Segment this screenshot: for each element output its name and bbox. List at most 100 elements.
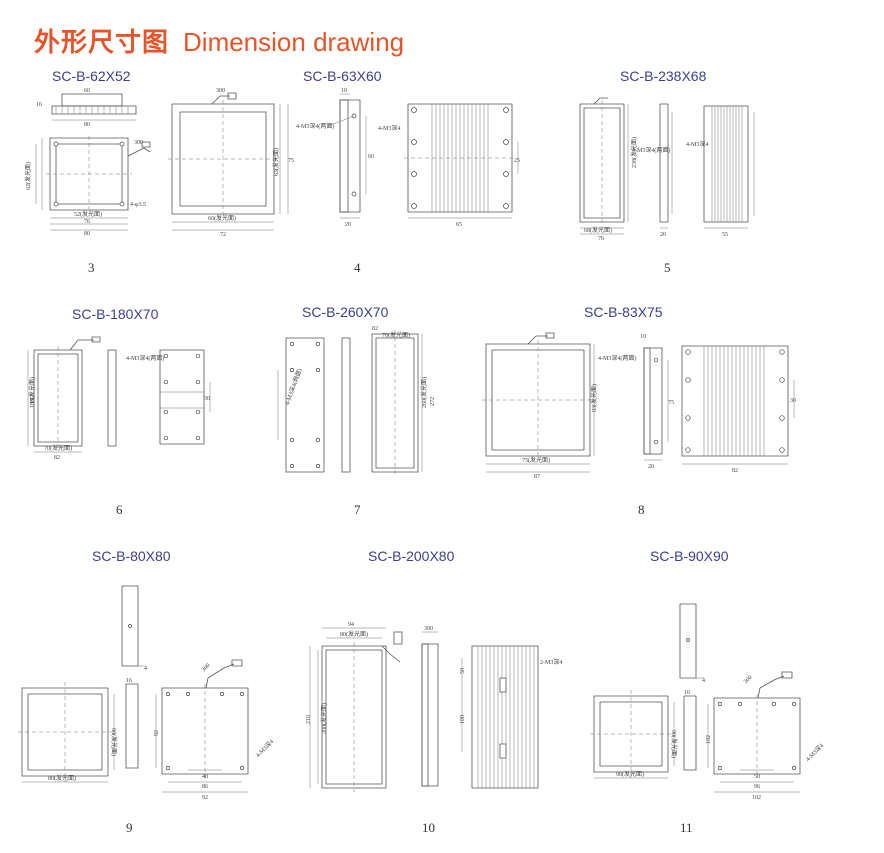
model-label: SC-B-83X75 <box>584 304 663 320</box>
dimension-drawing-sc-b-83x75: 75(发光面) 87 83(发光面) 10 4-M3深4(两面) 20 75 8… <box>476 326 796 480</box>
dimension-drawing-sc-b-80x80: 4 80(发光面) 80(发光面) 16 300 4-M3深4 40 86 92… <box>18 582 275 801</box>
figure-number: 4 <box>354 260 361 275</box>
dim-label: 16 <box>36 102 42 108</box>
dim-label: 4-M3深4(两面) <box>126 354 164 362</box>
figure-number: 9 <box>126 820 133 835</box>
dim-label: 2-M3深4 <box>540 658 562 666</box>
dim-label: 82 <box>372 326 378 332</box>
dim-label: 75(发光面) <box>522 456 550 464</box>
dimension-drawing-sc-b-63x60: 300 60(发光面) 72 63(发光面) 75 10 4-M3深4(两面) … <box>168 88 520 238</box>
dim-label: 63(发光面) <box>272 148 280 176</box>
dim-label: 40 <box>202 774 208 780</box>
dim-label: 238(发光面) <box>630 137 638 168</box>
dim-label: 50 <box>754 774 760 780</box>
figure-number: 11 <box>680 820 693 835</box>
dim-label: 180(发光面) <box>28 377 36 408</box>
dim-label: 300 <box>743 675 754 686</box>
dim-label: 68(发光面) <box>584 226 612 234</box>
dim-label: 87 <box>534 474 540 480</box>
figure-number: 10 <box>422 820 435 835</box>
dimension-drawing-sc-b-200x80: 94 80(发光面) 210 200(发光面) 300 2-M3深4 50 10… <box>306 622 562 802</box>
dim-label: 100 <box>460 715 466 724</box>
model-label: SC-B-180X70 <box>72 306 159 322</box>
dim-label: 4-M3深4 <box>378 124 400 132</box>
dimension-drawing-sc-b-62x52: 60 80 16 52(发光面) 76 80 4-φ3.5 300 62(发光面… <box>24 88 162 237</box>
dim-label: 4 <box>144 666 147 672</box>
dim-label: 300 <box>424 626 433 632</box>
dim-label: 16 <box>126 678 132 684</box>
dim-label: 80(发光面) <box>340 630 368 638</box>
model-label: SC-B-80X80 <box>92 548 171 564</box>
dim-label: 52(发光面) <box>74 210 102 218</box>
model-label: SC-B-90X90 <box>650 548 729 564</box>
model-label: SC-B-62X52 <box>52 68 131 84</box>
dim-label: 80(发光面) <box>48 774 76 782</box>
figure-number: 6 <box>116 502 123 517</box>
dim-label: 25 <box>514 158 520 164</box>
dim-label: 80(发光面) <box>110 728 118 756</box>
dim-label: 60 <box>368 154 374 160</box>
dim-label: 75 <box>668 400 674 406</box>
dim-label: 90(发光面) <box>616 770 644 778</box>
dim-label: 50 <box>460 668 466 674</box>
model-label: SC-B-200X80 <box>368 548 455 564</box>
dim-label: 70(发光面) <box>382 331 410 339</box>
dim-label: 300 <box>216 88 225 94</box>
dim-label: 210 <box>306 715 312 724</box>
dim-label: 90(发光面) <box>670 730 678 758</box>
dimension-drawing-sc-b-260x70: 4-M3深4(两面) 260(发光面) 82 70(发光面) 272 <box>272 326 436 486</box>
dim-label: 10 <box>640 334 646 340</box>
dim-label: 16 <box>684 690 690 696</box>
dim-label: 102 <box>706 735 712 744</box>
model-label: SC-B-260X70 <box>302 304 389 320</box>
title-english: Dimension drawing <box>183 27 405 57</box>
dim-label: 70(发光面) <box>44 444 72 452</box>
dim-label: 4-M3深4(两面) <box>598 354 636 362</box>
dim-label: 4-M3深4 <box>804 742 825 763</box>
dim-label: 4 <box>702 678 705 684</box>
figure-number: 8 <box>638 502 645 517</box>
dim-label: 300 <box>134 140 143 146</box>
dim-label: 4-M3深4 <box>686 140 708 148</box>
dim-label: 272 <box>430 397 436 406</box>
dim-label: 80 <box>84 122 90 128</box>
dim-label: 92 <box>202 795 208 801</box>
dim-label: 96 <box>754 784 760 790</box>
dimension-drawing-sc-b-90x90: 4 90(发光面) 90(发光面) 16 300 4-M3深4 50 96 10… <box>590 600 825 801</box>
dim-label: 76 <box>598 236 604 242</box>
dim-label: 192 <box>30 395 36 404</box>
dim-label: 20 <box>345 222 351 228</box>
dim-label: 20 <box>648 464 654 470</box>
dim-label: 62(发光面) <box>24 162 32 190</box>
dim-label: 82 <box>732 468 738 474</box>
model-label: SC-B-238X68 <box>620 68 707 84</box>
dim-label: 4-M3深4 <box>254 738 275 759</box>
figure-number: 3 <box>88 260 95 275</box>
dim-label: 83(发光面) <box>590 384 598 412</box>
title-chinese: 外形尺寸图 <box>34 27 170 57</box>
dim-label: 92 <box>154 730 160 736</box>
dim-label: 4-φ3.5 <box>130 202 146 208</box>
figure-number: 5 <box>664 260 671 275</box>
dim-label: 60 <box>84 88 90 94</box>
dim-label: 76 <box>84 219 90 225</box>
dim-label: 30 <box>204 396 210 402</box>
dim-label: 94 <box>348 622 354 628</box>
page-title: 外形尺寸图 Dimension drawing <box>34 22 404 59</box>
dim-label: 80 <box>84 231 90 237</box>
dim-label: 65 <box>456 222 462 228</box>
dim-label: 300 <box>201 663 212 674</box>
dimension-drawing-sc-b-238x68: 238(发光面) 68(发光面) 76 4-M3深4(两面) 20 4-M3深4… <box>564 92 764 242</box>
dim-label: 10 <box>341 88 347 94</box>
dim-label: 200(发光面) <box>320 703 328 734</box>
dim-label: 4-M3深4(两面) <box>632 146 670 154</box>
dim-label: 260(发光面) <box>420 377 428 408</box>
dim-label: 60(发光面) <box>208 214 236 222</box>
dim-label: 72 <box>220 232 226 238</box>
dim-label: 20 <box>660 232 666 238</box>
dim-label: 30 <box>790 398 796 404</box>
dim-label: 75 <box>288 158 294 164</box>
dimension-drawing-sc-b-180x70: 180(发光面) 192 70(发光面) 82 4-M3深4(两面) 30 <box>26 330 216 461</box>
figure-number: 7 <box>354 502 361 517</box>
dim-label: 102 <box>752 795 761 801</box>
